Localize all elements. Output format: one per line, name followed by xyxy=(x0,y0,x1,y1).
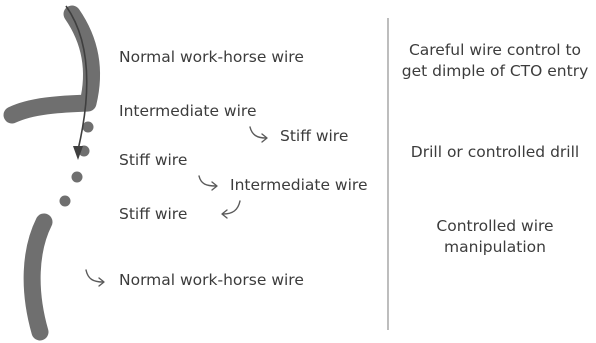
label-stiff-wire: Stiff wire xyxy=(119,151,188,169)
occlusion-dot xyxy=(82,121,94,133)
curved-arrow-icon xyxy=(211,181,218,191)
curved-arrow-icon xyxy=(98,277,105,287)
note-line: get dimple of CTO entry xyxy=(401,62,589,80)
note-manipulation: Controlled wire manipulation xyxy=(396,216,594,258)
label-stiff-wire: Stiff wire xyxy=(280,127,349,145)
note-line: Drill or controlled drill xyxy=(410,143,580,161)
label-normal-work-horse-wire: Normal work-horse wire xyxy=(119,48,304,66)
label-intermediate-wire: Intermediate wire xyxy=(119,102,257,120)
curved-arrow-icon xyxy=(85,269,104,283)
label-stiff-wire: Stiff wire xyxy=(119,205,188,223)
label-normal-work-horse-wire: Normal work-horse wire xyxy=(119,271,304,289)
label-intermediate-wire: Intermediate wire xyxy=(230,176,368,194)
curved-arrow-icon xyxy=(198,175,217,187)
curved-arrow-icon xyxy=(249,126,267,139)
curved-arrow-icon xyxy=(222,200,241,215)
proximal-vessel xyxy=(3,5,100,124)
guide-wire xyxy=(65,5,88,151)
occlusion-dot xyxy=(59,195,71,207)
note-line: Controlled wire xyxy=(436,217,554,235)
curved-arrow-icon xyxy=(261,133,268,143)
occlusion-dot xyxy=(71,171,83,183)
note-line: Careful wire control to xyxy=(408,41,582,59)
note-wire-control: Careful wire control to get dimple of CT… xyxy=(396,40,594,82)
distal-vessel xyxy=(23,213,53,341)
wire-arrowhead xyxy=(73,146,83,160)
curved-arrow-icon xyxy=(221,209,228,219)
note-drill: Drill or controlled drill xyxy=(396,142,594,163)
note-line: manipulation xyxy=(444,238,546,256)
